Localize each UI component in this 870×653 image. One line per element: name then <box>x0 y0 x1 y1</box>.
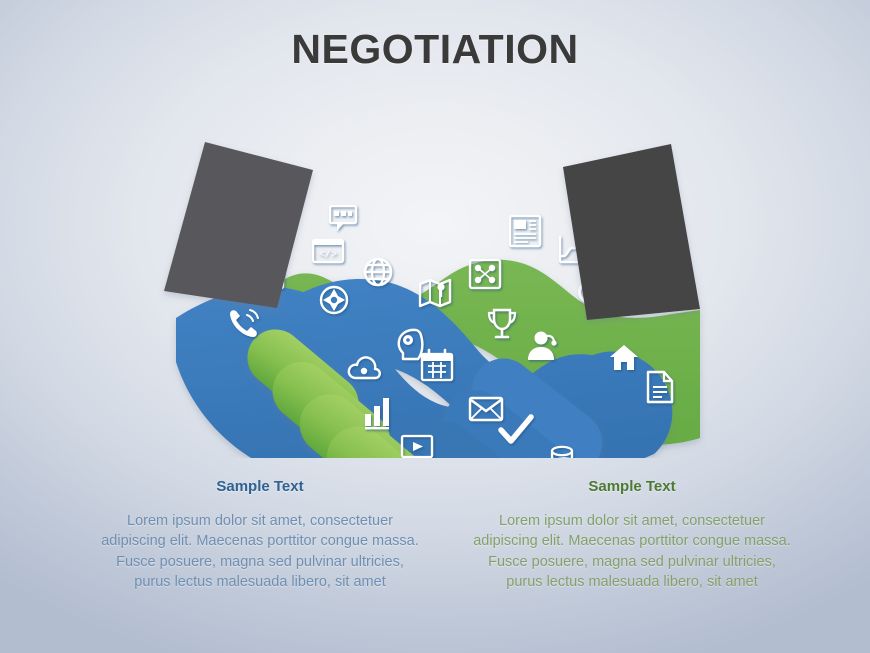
handshake-illustration: </> <box>0 128 870 458</box>
icon-cluster: </> <box>230 204 674 458</box>
column-left-heading: Sample Text <box>216 478 304 495</box>
strategy-board-icon <box>468 258 502 290</box>
chat-bubble-icon <box>328 204 358 231</box>
coins-icon <box>550 445 574 458</box>
map-icon <box>418 278 452 308</box>
newspaper-icon <box>508 214 542 248</box>
column-right-body: Lorem ipsum dolor sit amet, consectetuer… <box>473 513 791 590</box>
right-sleeve <box>563 144 700 320</box>
svg-text:</>: </> <box>319 249 337 261</box>
left-sleeve <box>164 142 313 308</box>
video-presentation-icon <box>400 434 434 458</box>
green-fingers <box>247 329 454 458</box>
envelope-icon <box>468 396 504 422</box>
column-left-body: Lorem ipsum dolor sit amet, consectetuer… <box>101 513 419 590</box>
code-window-icon: </> <box>311 238 345 264</box>
phone-ring-icon <box>230 309 259 337</box>
trophy-icon <box>487 308 517 339</box>
compass-icon <box>319 285 349 315</box>
brain-gear-icon <box>397 328 424 361</box>
support-agent-icon <box>528 331 557 360</box>
checkmark-icon <box>498 414 534 444</box>
column-right-heading: Sample Text <box>588 478 676 495</box>
blue-fingers <box>382 358 603 458</box>
home-icon <box>610 345 638 370</box>
globe-icon <box>363 257 393 287</box>
text-column-left: Sample Text Lorem ipsum dolor sit amet, … <box>80 478 440 592</box>
page-title: NEGOTIATION <box>291 26 579 72</box>
document-icon <box>646 370 674 404</box>
text-column-right: Sample Text Lorem ipsum dolor sit amet, … <box>452 478 812 592</box>
bar-chart-icon <box>365 398 389 430</box>
calendar-icon <box>420 348 454 382</box>
cloud-upload-icon <box>347 356 381 380</box>
